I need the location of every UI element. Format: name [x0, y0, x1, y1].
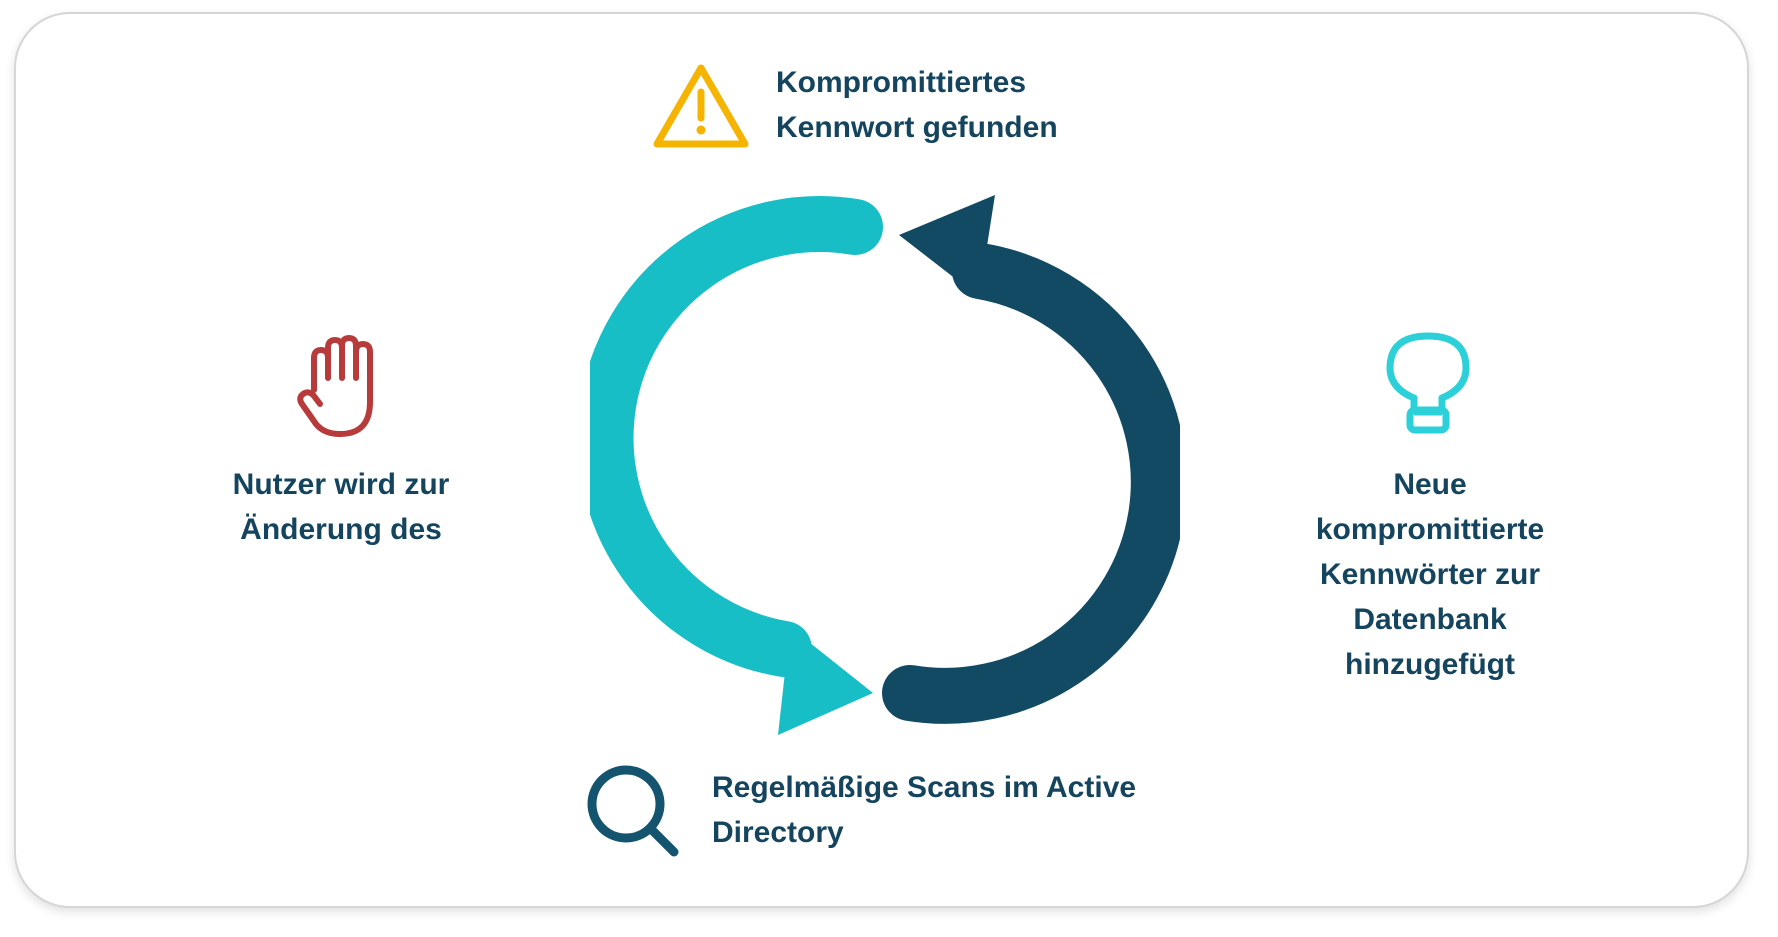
magnifier-icon — [587, 765, 679, 857]
teal-cycle-arrow — [590, 196, 883, 677]
teal-arrowhead — [778, 627, 873, 735]
step-label-right: Neue kompromittierte Kennwörter zur Date… — [1270, 462, 1590, 687]
step-left-line-2: Änderung des — [240, 513, 442, 546]
step-right-line-5: hinzugefügt — [1345, 648, 1515, 681]
step-label-bottom: Regelmäßige Scans im Active Directory — [712, 765, 1136, 855]
navy-cycle-arrow — [882, 243, 1180, 724]
step-bottom-line-2: Directory — [712, 816, 844, 849]
step-right-line-1: Neue — [1393, 468, 1467, 501]
lightbulb-icon — [1386, 332, 1470, 434]
stop-hand-icon — [297, 335, 373, 437]
step-bottom-line-1: Regelmäßige Scans im Active — [712, 771, 1137, 804]
navy-arrowhead — [899, 195, 995, 297]
diagram-card — [14, 12, 1749, 908]
step-label-top: Kompromittiertes Kennwort gefunden — [776, 60, 1058, 150]
step-top-line-1: Kompromittiertes — [776, 66, 1027, 99]
step-right-line-4: Datenbank — [1353, 603, 1507, 636]
step-left-line-1: Nutzer wird zur — [232, 468, 450, 501]
cycle-arrows — [590, 195, 1180, 735]
step-top-line-2: Kennwort gefunden — [776, 111, 1058, 144]
step-right-line-3: Kennwörter zur — [1319, 558, 1541, 591]
step-right-line-2: kompromittierte — [1315, 513, 1545, 546]
step-label-left: Nutzer wird zur Änderung des — [200, 462, 482, 552]
warning-triangle-icon — [653, 64, 749, 148]
